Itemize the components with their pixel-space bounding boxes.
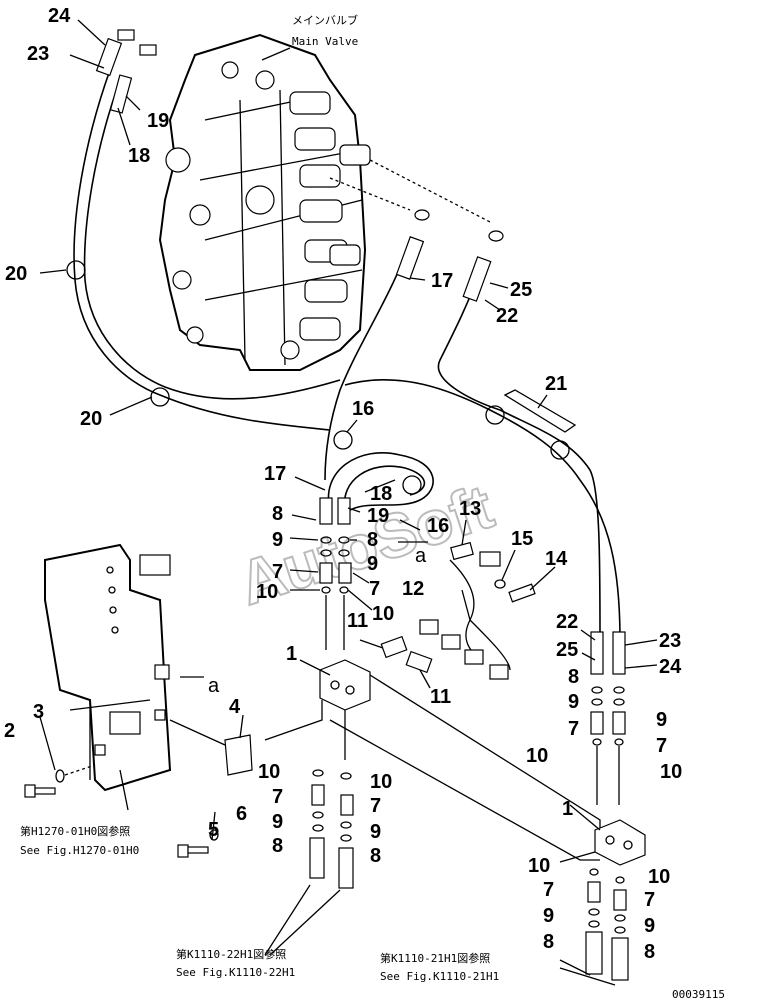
callout-9: 9 — [543, 905, 554, 927]
callout-9: 9 — [272, 529, 283, 551]
callout-12: 12 — [402, 578, 424, 600]
callout-11: 11 — [347, 610, 368, 632]
callout-24: 24 — [48, 5, 71, 27]
bolt-2 — [24, 764, 96, 798]
callout-10: 10 — [648, 866, 670, 888]
page-code: 00039115 — [672, 988, 725, 1001]
fitting-stack-right-upper — [590, 631, 626, 805]
manifold-block-upper — [264, 659, 601, 861]
callout-7: 7 — [369, 578, 380, 600]
mark-a-lower: a — [208, 675, 220, 697]
callout-8: 8 — [370, 845, 381, 867]
callout-7: 7 — [656, 735, 667, 757]
callout-17: 17 — [264, 463, 286, 485]
pressure-sensors — [380, 635, 433, 674]
callout-10: 10 — [370, 771, 392, 793]
callout-8: 8 — [272, 835, 283, 857]
callout-22: 22 — [556, 611, 578, 633]
callout-20: 20 — [80, 408, 102, 430]
callout-9: 9 — [644, 915, 655, 937]
callout-10: 10 — [660, 761, 682, 783]
callout-labels: 24 23 19 18 20 17 25 22 21 20 16 17 18 1… — [4, 5, 682, 963]
callout-24: 24 — [659, 656, 682, 678]
callout-15: 15 — [511, 528, 533, 550]
callout-7: 7 — [568, 718, 579, 740]
callout-4: 4 — [229, 696, 241, 718]
ref-k1110-21-jp: 第K1110-21H1図参照 — [380, 951, 490, 965]
callout-22: 22 — [496, 305, 518, 327]
main-valve: メインバルブ Main Valve — [158, 13, 371, 371]
callout-3: 3 — [33, 701, 44, 723]
mark-a-upper: a — [415, 545, 427, 567]
callout-7: 7 — [272, 561, 283, 583]
main-valve-label-jp: メインバルブ — [292, 13, 358, 27]
callout-9: 9 — [656, 709, 667, 731]
callout-23: 23 — [27, 43, 49, 65]
callout-9: 9 — [367, 553, 378, 575]
bolt-14 — [494, 579, 536, 603]
callout-7: 7 — [370, 795, 381, 817]
callout-19: 19 — [367, 505, 389, 527]
fitting-stack-lower — [309, 769, 354, 889]
figure-references: 第H1270-01H0図参照 See Fig.H1270-01H0 第K1110… — [20, 824, 499, 983]
ref-k1110-21-en: See Fig.K1110-21H1 — [380, 970, 499, 983]
callout-8: 8 — [543, 931, 554, 953]
callout-5: 5 — [208, 819, 219, 841]
callout-1: 1 — [286, 643, 297, 665]
callout-21: 21 — [545, 373, 567, 395]
callout-14: 14 — [545, 548, 568, 570]
ref-k1110-22-en: See Fig.K1110-22H1 — [176, 966, 295, 979]
callout-8: 8 — [367, 529, 378, 551]
callout-7: 7 — [272, 786, 283, 808]
callout-8: 8 — [272, 503, 283, 525]
callout-9: 9 — [370, 821, 381, 843]
ref-h1270-en: See Fig.H1270-01H0 — [20, 844, 139, 857]
hoses-upper — [66, 29, 621, 641]
callout-18: 18 — [128, 145, 150, 167]
callout-7: 7 — [543, 879, 554, 901]
callout-16: 16 — [427, 515, 449, 537]
callout-10: 10 — [258, 761, 280, 783]
frame-bracket — [44, 543, 172, 792]
callout-10: 10 — [528, 855, 550, 877]
manifold-block-lower — [559, 819, 646, 866]
ref-h1270-jp: 第H1270-01H0図参照 — [20, 824, 130, 838]
callout-23: 23 — [659, 630, 681, 652]
callout-7: 7 — [644, 889, 655, 911]
callout-6: 6 — [236, 803, 247, 825]
callout-9: 9 — [272, 811, 283, 833]
wiring-harness — [419, 541, 511, 680]
callout-13: 13 — [459, 498, 481, 520]
callout-20: 20 — [5, 263, 27, 285]
callout-8: 8 — [644, 941, 655, 963]
leader-lines — [39, 19, 658, 986]
main-valve-label-en: Main Valve — [292, 35, 358, 48]
callout-17: 17 — [431, 270, 453, 292]
fitting-stack-center — [319, 536, 352, 650]
callout-19: 19 — [147, 110, 169, 132]
callout-10: 10 — [372, 603, 394, 625]
fitting-stack-right-lower — [585, 868, 629, 981]
callout-18: 18 — [370, 483, 392, 505]
bolt-5 — [177, 829, 219, 858]
callout-10: 10 — [256, 581, 278, 603]
ref-k1110-22-jp: 第K1110-22H1図参照 — [176, 947, 286, 961]
hose-loop-middle — [319, 430, 434, 525]
callout-9: 9 — [568, 691, 579, 713]
callout-10: 10 — [526, 745, 548, 767]
callout-11: 11 — [430, 686, 451, 708]
callout-16: 16 — [352, 398, 374, 420]
callout-1: 1 — [562, 798, 573, 820]
letter-marks: a a — [180, 541, 428, 697]
callout-8: 8 — [568, 666, 579, 688]
plate-4 — [224, 734, 253, 776]
callout-25: 25 — [556, 639, 578, 661]
callout-25: 25 — [510, 279, 532, 301]
callout-2: 2 — [4, 720, 15, 742]
